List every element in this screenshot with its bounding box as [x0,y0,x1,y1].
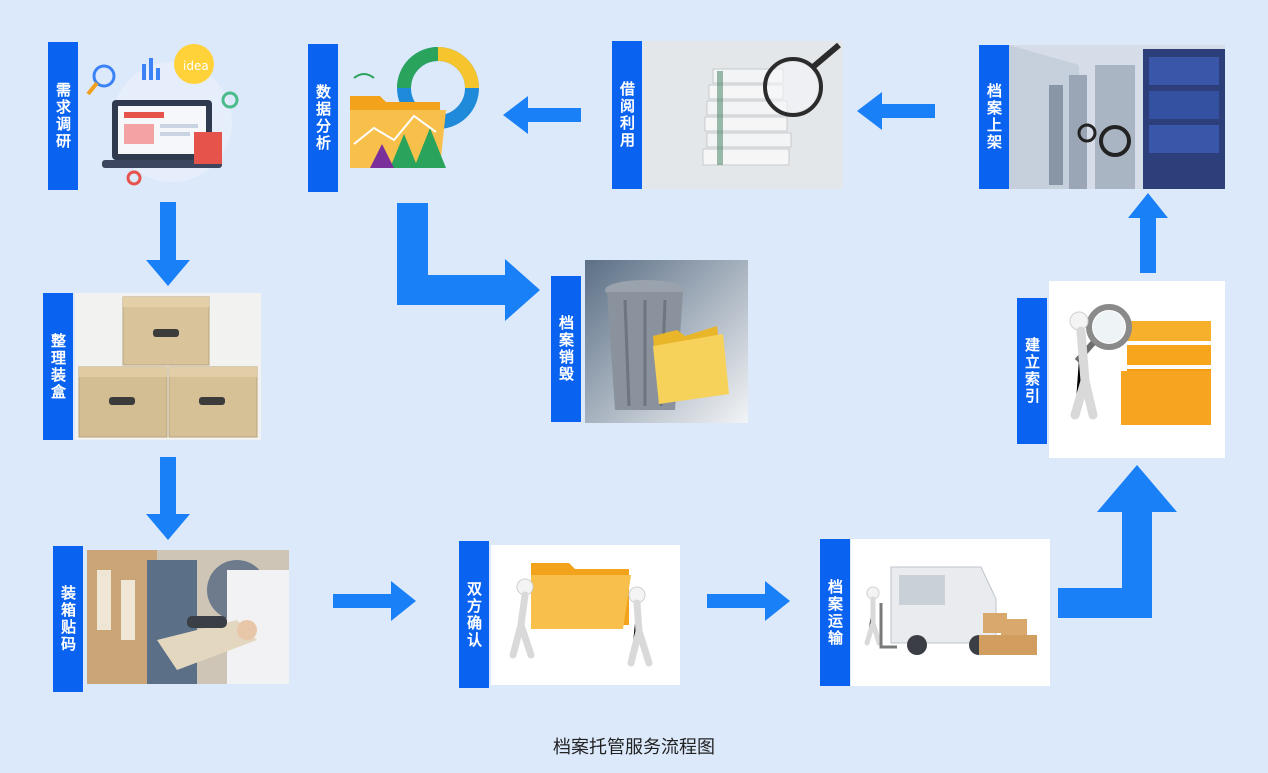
arrow-sorting-to-labeling [146,457,190,540]
step-confirm-label: 双方确认 [459,541,489,688]
borrowing-photo [643,41,843,189]
shelving-photo [1009,45,1225,189]
arrow-indexing-to-shelving [1128,193,1168,273]
arrow-confirm-to-transport [707,581,790,621]
step-transport: 档案运输 [820,539,1050,686]
step-research: 需求调研 idea [48,42,248,190]
svg-text:idea: idea [183,59,209,73]
step-sorting: 整理装盒 [43,293,261,440]
step-labeling: 装箱贴码 [53,546,289,692]
scanning-photo [87,550,289,684]
diagram-caption: 档案托管服务流程图 [553,737,715,758]
step-borrowing-label: 借阅利用 [612,41,642,189]
step-research-label: 需求调研 [48,42,78,190]
step-confirm: 双方确认 [459,541,680,688]
destruction-photo [585,260,748,423]
research-illustration: idea [82,42,248,190]
step-sorting-label: 整理装盒 [43,293,73,440]
step-shelving-label: 档案上架 [979,45,1009,189]
arrow-borrowing-to-analysis [503,96,581,134]
arrow-analysis-to-destruction [397,203,540,321]
transport-illustration [851,539,1050,686]
analysis-illustration [340,44,488,192]
step-transport-label: 档案运输 [820,539,850,686]
step-borrowing: 借阅利用 [612,41,843,189]
step-labeling-label: 装箱贴码 [53,546,83,692]
confirm-illustration [491,545,680,685]
step-shelving: 档案上架 [979,45,1225,189]
arrow-research-to-sorting [146,202,190,286]
boxes-photo [75,293,261,440]
step-destruction: 档案销毁 [551,260,748,423]
step-destruction-label: 档案销毁 [551,276,581,422]
step-analysis: 数据分析 [308,44,488,192]
arrow-shelving-to-borrowing [857,92,935,130]
arrow-labeling-to-confirm [333,581,416,621]
arrow-transport-to-indexing [1058,465,1177,618]
step-indexing-label: 建立索引 [1017,298,1047,444]
indexing-illustration [1049,281,1225,458]
step-analysis-label: 数据分析 [308,44,338,192]
step-indexing: 建立索引 [1017,281,1225,458]
